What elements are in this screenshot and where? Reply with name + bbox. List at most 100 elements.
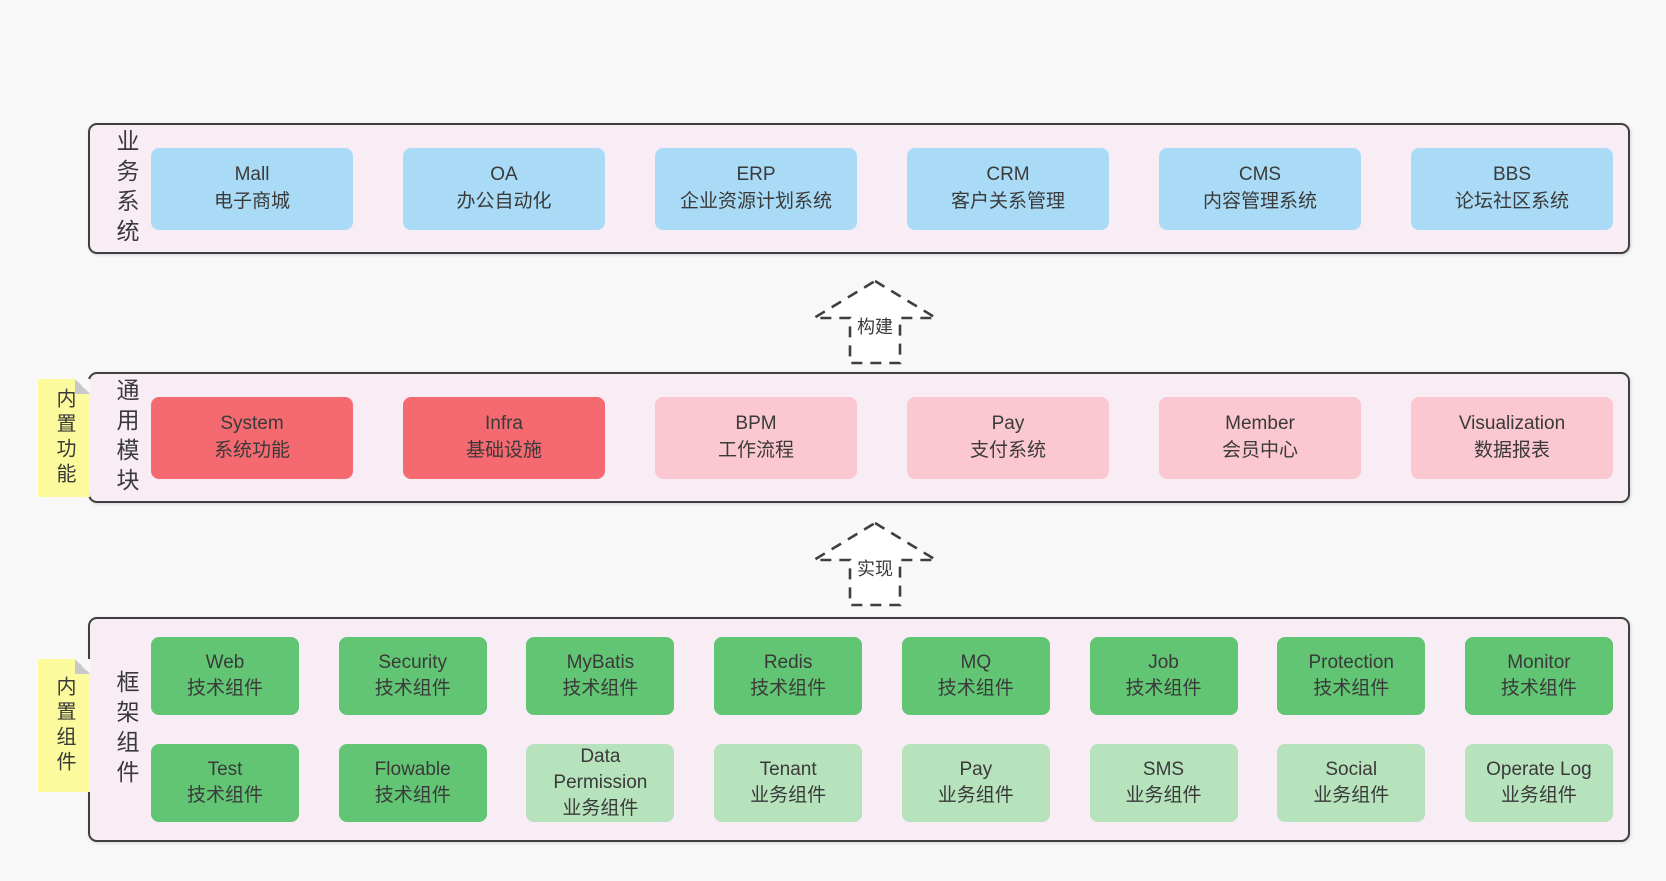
box-title: Tenant: [759, 759, 817, 781]
implement-arrow-label: 实现: [852, 553, 898, 582]
box-subtitle: 技术组件: [186, 678, 263, 699]
box-subtitle: 论坛社区系统: [1454, 190, 1569, 212]
box-title: CRM: [986, 163, 1030, 185]
folded-corner-icon: [75, 379, 90, 394]
box-title: MQ: [960, 652, 992, 674]
builtin-components-note: 内置组件: [38, 659, 90, 792]
box-title: Social: [1325, 759, 1378, 781]
box-pay-component: Pay 业务组件: [901, 744, 1050, 822]
box-title: OA: [490, 163, 518, 185]
business-systems-layer: 业务系统 Mall 电子商城 OA 办公自动化 ERP 企业资源计划系统 CRM…: [88, 123, 1630, 254]
box-tenant: Tenant 业务组件: [714, 744, 863, 822]
box-subtitle: 业务组件: [1125, 785, 1202, 806]
box-subtitle: 技术组件: [562, 678, 639, 699]
box-subtitle: 技术组件: [750, 678, 827, 699]
box-protection: Protection 技术组件: [1277, 637, 1426, 715]
framework-components-layer: 内置组件 框架组件 Web 技术组件 Security 技术组件 MyBatis…: [38, 617, 1630, 842]
business-systems-label: 业务系统: [113, 128, 139, 249]
box-member: Member 会员中心: [1159, 396, 1361, 479]
implement-arrow: 实现: [810, 520, 940, 608]
box-title: BPM: [735, 412, 777, 434]
box-infra: Infra 基础设施: [403, 396, 605, 479]
box-mall: Mall 电子商城: [151, 147, 353, 230]
box-cms: CMS 内容管理系统: [1159, 147, 1361, 230]
common-modules-layer: 内置功能 通用模块 System 系统功能 Infra 基础设施 BPM 工作流…: [38, 372, 1630, 503]
framework-components-row1: Web 技术组件 Security 技术组件 MyBatis 技术组件 Redi…: [151, 637, 1613, 715]
box-oa: OA 办公自动化: [403, 147, 605, 230]
box-title: Pay: [991, 412, 1025, 434]
box-subtitle: 业务组件: [562, 797, 639, 819]
box-subtitle: 技术组件: [1313, 678, 1390, 699]
box-title: Security: [378, 652, 448, 674]
box-title: Job: [1148, 652, 1179, 674]
box-bbs: BBS 论坛社区系统: [1411, 147, 1613, 230]
box-operate-log: Operate Log 业务组件: [1464, 744, 1613, 822]
box-title: Test: [207, 759, 243, 781]
framework-components-grid: Web 技术组件 Security 技术组件 MyBatis 技术组件 Redi…: [151, 637, 1613, 822]
builtin-features-note-text: 内置功能: [53, 388, 75, 488]
box-mybatis: MyBatis 技术组件: [526, 637, 675, 715]
box-system: System 系统功能: [151, 396, 353, 479]
box-subtitle: 内容管理系统: [1202, 190, 1317, 212]
box-subtitle: 业务组件: [750, 785, 827, 806]
folded-corner-icon: [75, 659, 90, 674]
box-subtitle: 技术组件: [374, 785, 451, 806]
box-subtitle: 客户关系管理: [950, 190, 1065, 212]
box-subtitle: 业务组件: [1500, 785, 1577, 806]
box-subtitle: 技术组件: [186, 785, 263, 806]
box-subtitle: 企业资源计划系统: [679, 190, 832, 212]
build-arrow-label: 构建: [852, 311, 898, 340]
box-crm: CRM 客户关系管理: [907, 147, 1109, 230]
box-security: Security 技术组件: [338, 637, 487, 715]
box-subtitle: 会员中心: [1221, 439, 1298, 461]
common-modules-label: 通用模块: [113, 377, 139, 498]
box-title: System: [220, 412, 284, 434]
box-subtitle: 技术组件: [937, 678, 1014, 699]
box-title: CMS: [1238, 163, 1282, 185]
box-subtitle: 电子商城: [213, 190, 290, 212]
builtin-features-note: 内置功能: [38, 379, 90, 497]
box-mq: MQ 技术组件: [901, 637, 1050, 715]
box-subtitle: 支付系统: [969, 439, 1046, 461]
box-title: Mall: [234, 163, 270, 185]
box-title: Flowable: [374, 759, 451, 781]
box-title: Visualization: [1458, 412, 1566, 434]
box-title: SMS: [1142, 759, 1185, 781]
box-subtitle: 业务组件: [1313, 785, 1390, 806]
box-title: Pay: [959, 759, 993, 781]
box-title: Infra: [484, 412, 524, 434]
framework-components-label: 框架组件: [113, 669, 139, 790]
box-flowable: Flowable 技术组件: [338, 744, 487, 822]
box-visualization: Visualization 数据报表: [1411, 396, 1613, 479]
box-subtitle: 技术组件: [1125, 678, 1202, 699]
box-title: Data Permission: [553, 746, 648, 794]
box-title: ERP: [736, 163, 776, 185]
box-title: Web: [205, 652, 245, 674]
box-sms: SMS 业务组件: [1089, 744, 1238, 822]
box-title: Protection: [1308, 652, 1394, 674]
common-modules-boxes: System 系统功能 Infra 基础设施 BPM 工作流程 Pay 支付系统…: [151, 396, 1613, 479]
box-monitor: Monitor 技术组件: [1464, 637, 1613, 715]
box-redis: Redis 技术组件: [714, 637, 863, 715]
box-subtitle: 技术组件: [374, 678, 451, 699]
box-test: Test 技术组件: [151, 744, 299, 822]
box-title: Member: [1225, 412, 1295, 434]
build-arrow-gap: 构建: [88, 254, 1630, 372]
implement-arrow-gap: 实现: [88, 503, 1630, 617]
box-web: Web 技术组件: [151, 637, 299, 715]
box-title: MyBatis: [566, 652, 635, 674]
box-title: Monitor: [1507, 652, 1571, 674]
box-erp: ERP 企业资源计划系统: [655, 147, 857, 230]
business-systems-boxes: Mall 电子商城 OA 办公自动化 ERP 企业资源计划系统 CRM 客户关系…: [151, 147, 1613, 230]
box-subtitle: 工作流程: [717, 439, 794, 461]
box-social: Social 业务组件: [1277, 744, 1426, 822]
box-title: BBS: [1492, 163, 1532, 185]
architecture-diagram: 业务系统 Mall 电子商城 OA 办公自动化 ERP 企业资源计划系统 CRM…: [38, 123, 1630, 842]
box-bpm: BPM 工作流程: [655, 396, 857, 479]
box-subtitle: 系统功能: [213, 439, 290, 461]
box-title: Redis: [763, 652, 813, 674]
box-title: Operate Log: [1486, 759, 1592, 781]
box-subtitle: 数据报表: [1473, 439, 1550, 461]
box-pay: Pay 支付系统: [907, 396, 1109, 479]
